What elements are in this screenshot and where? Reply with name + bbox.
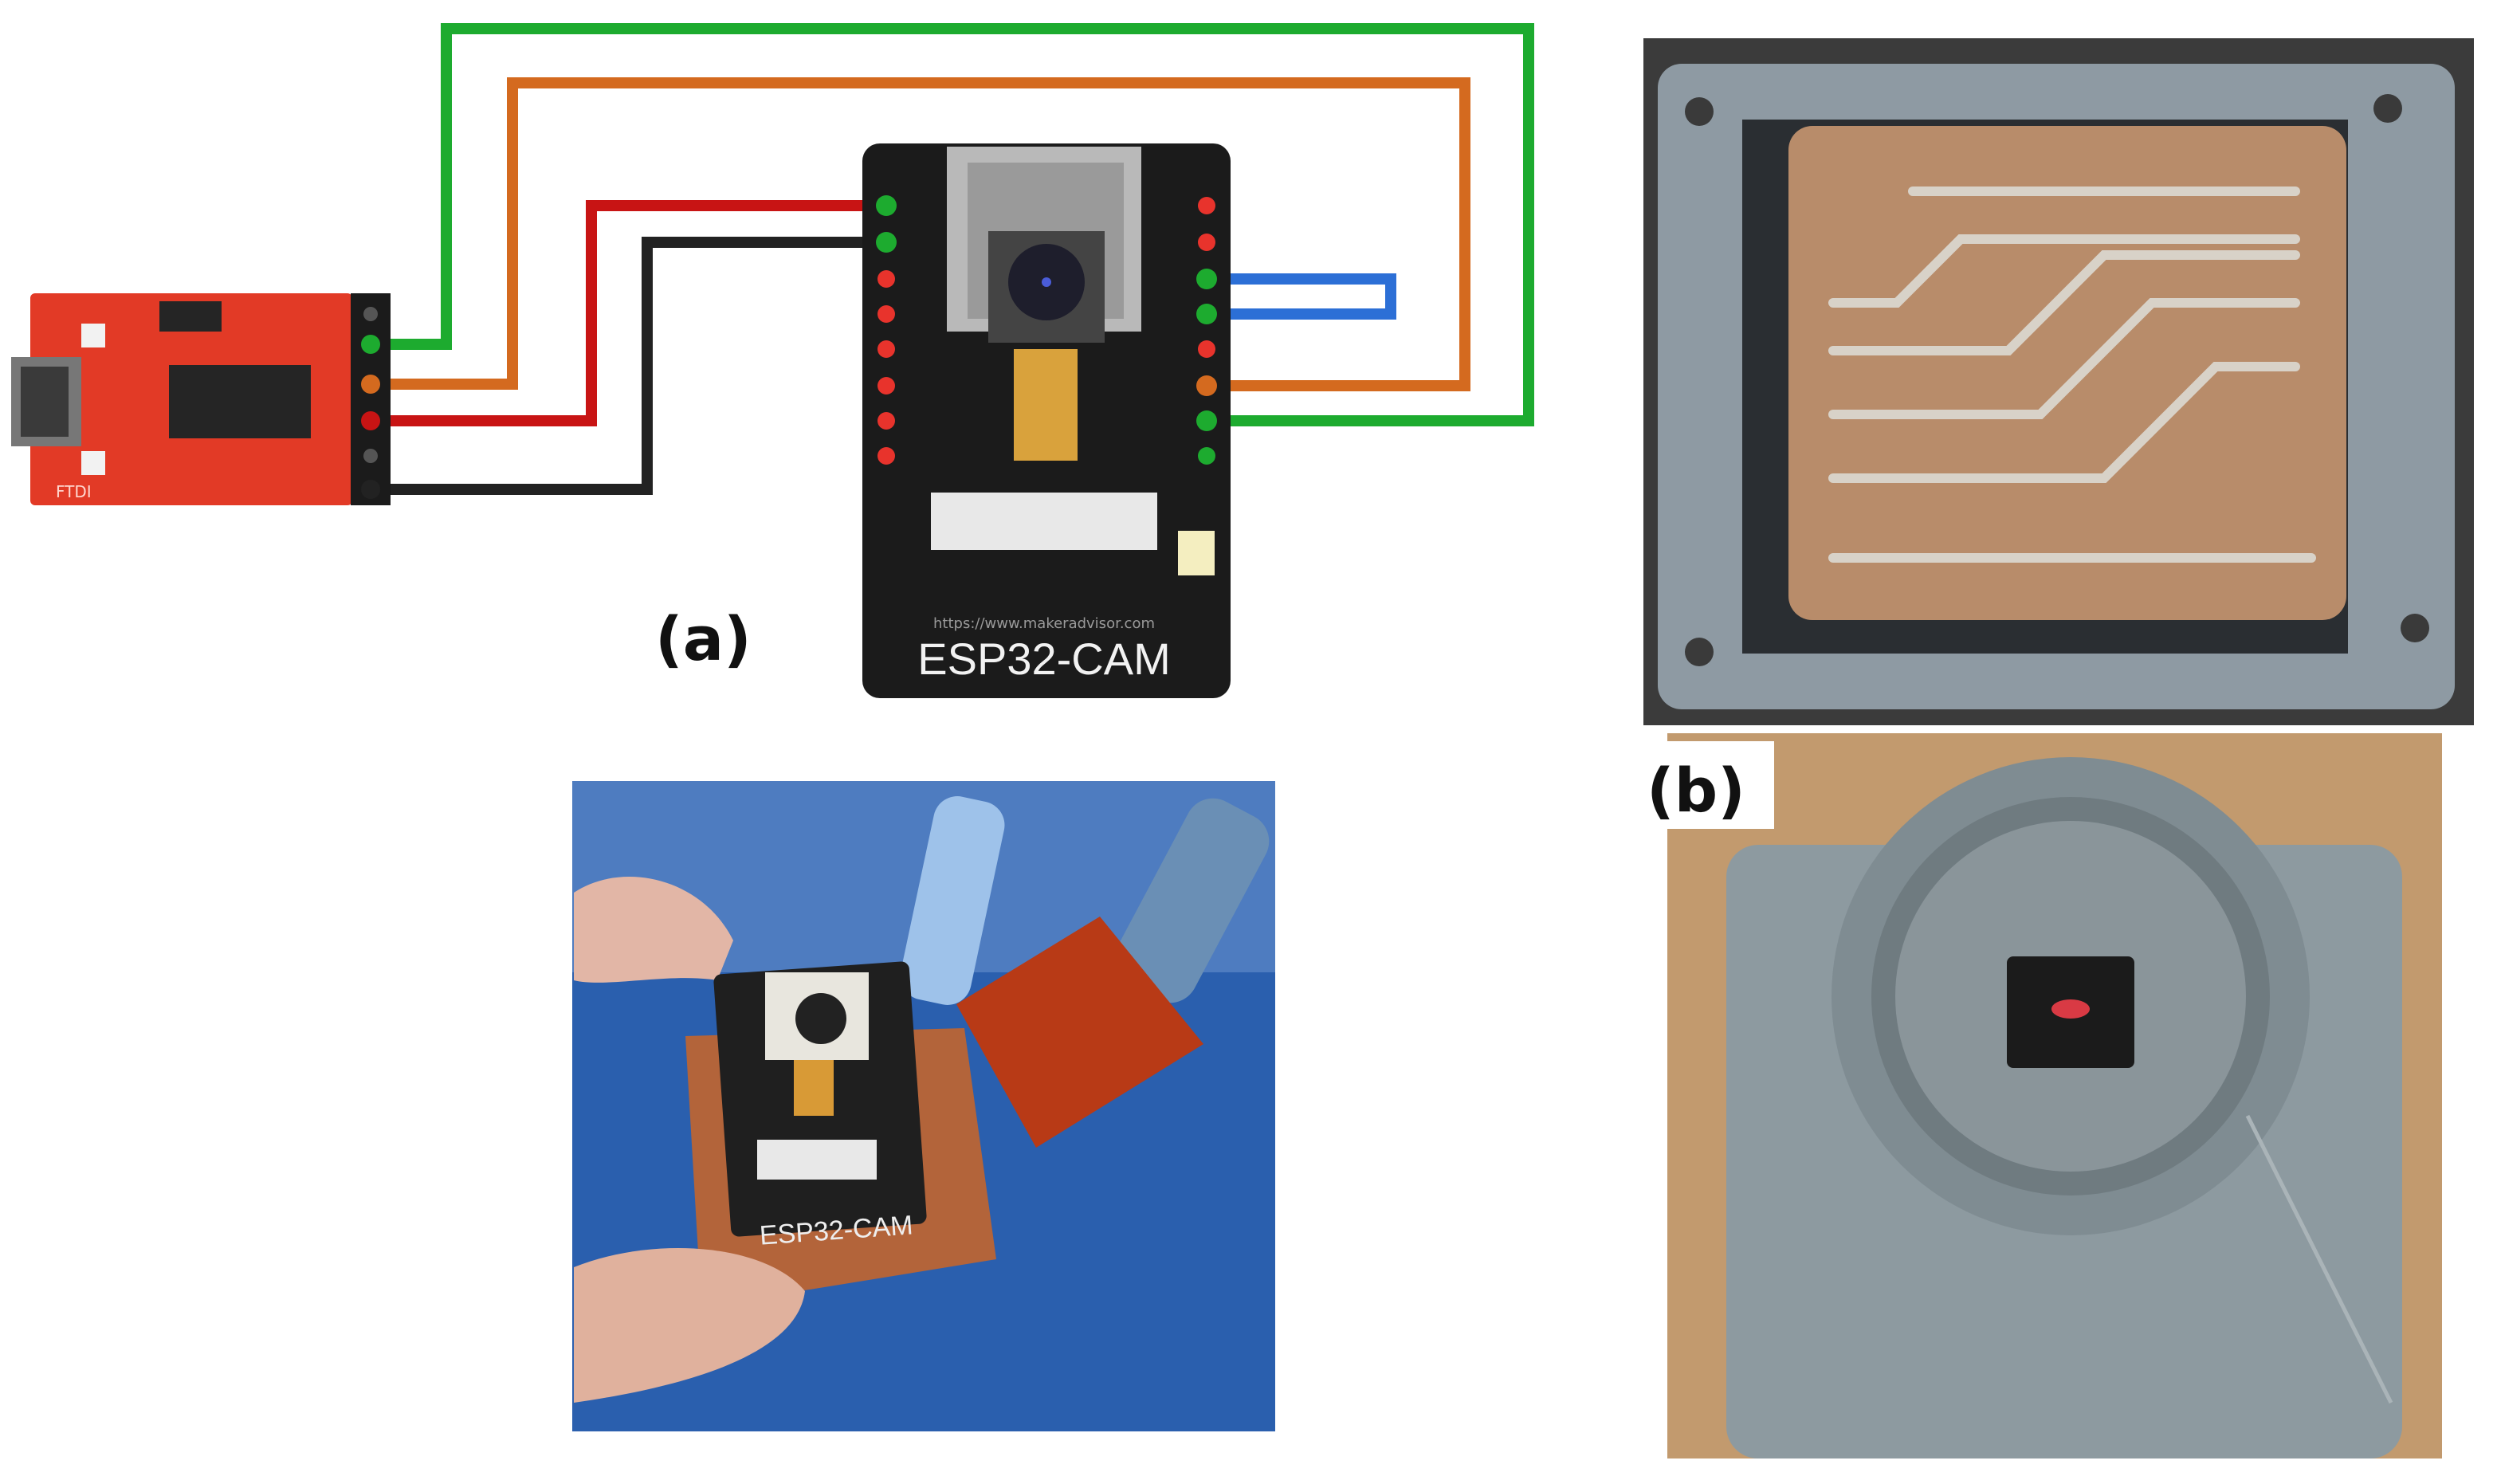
wiring-diagram: FTDI — [11, 23, 1534, 698]
svg-text:FTDI: FTDI — [56, 482, 92, 501]
panel-label-b: (b) — [1647, 755, 1745, 826]
ftdi-usb-serial-adapter-icon: FTDI — [11, 293, 391, 505]
orange-wire — [371, 77, 1470, 391]
blue-jumper-wire — [1219, 273, 1396, 320]
svg-text:https://www.makeradvisor.com: https://www.makeradvisor.com — [933, 615, 1155, 632]
camera-lens-icon — [988, 231, 1105, 343]
green-wire — [371, 23, 1534, 426]
assembled-board-photo: ESP32-CAM — [572, 781, 1275, 1431]
pcb-enclosure-photo — [1643, 38, 2474, 725]
red-wire — [371, 200, 886, 426]
esp-board-name: ESP32-CAM — [917, 634, 1170, 684]
esp32-cam-module-icon: https://www.makeradvisor.com ESP32-CAM — [862, 143, 1231, 698]
black-wire — [371, 237, 886, 495]
panel-label-a: (a) — [655, 603, 752, 674]
camera-housing-photo — [1667, 733, 2442, 1458]
